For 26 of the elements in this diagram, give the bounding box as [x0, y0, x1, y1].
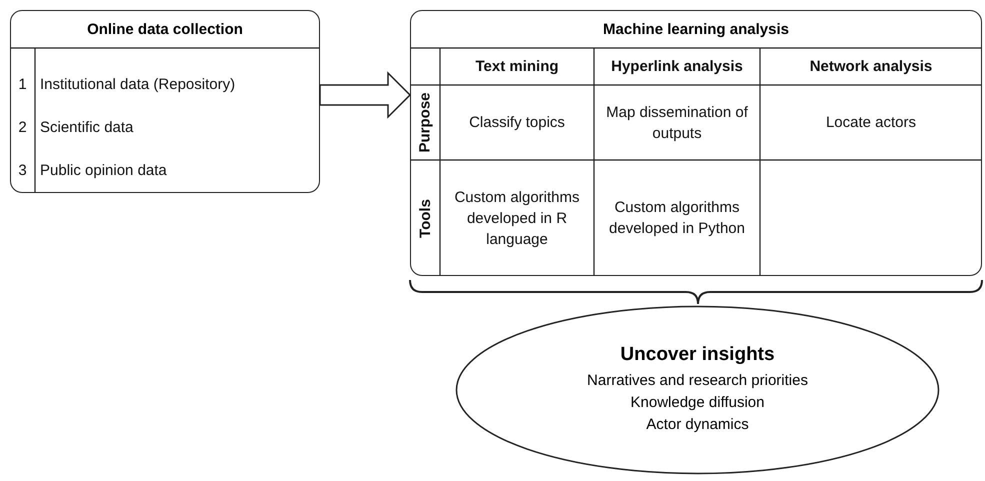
row-number: 3 [17, 161, 28, 181]
panel-title: Machine learning analysis [602, 21, 790, 38]
column-header: Text mining [474, 57, 560, 77]
insight-item: Knowledge diffusion [630, 393, 764, 413]
panel-title: Online data collection [86, 21, 244, 38]
insight-item: Narratives and research priorities [587, 371, 808, 391]
row-number: 1 [17, 75, 28, 95]
table-text: Institutional data (Repository) [40, 75, 236, 95]
table-text: Locate actors [824, 113, 918, 133]
row-header: Tools [416, 198, 434, 238]
insight-title: Uncover insights [620, 344, 775, 366]
insight-ellipse [455, 305, 940, 475]
table-text: Custom algorithms developed in R language [453, 188, 581, 250]
row-number: 2 [17, 118, 28, 138]
panel-box [10, 10, 320, 193]
table-text: Public opinion data [40, 161, 167, 181]
column-header: Network analysis [808, 57, 934, 77]
table-text: Scientific data [40, 118, 134, 138]
row-header: Purpose [416, 92, 434, 152]
block-arrow [319, 71, 412, 119]
table-text: Map dissemination of outputs [605, 102, 749, 144]
insight-item: Actor dynamics [646, 415, 749, 435]
table-text: Custom algorithms developed in Python [608, 198, 746, 239]
panel-box [410, 10, 982, 276]
column-header: Hyperlink analysis [610, 57, 744, 77]
table-text: Classify topics [468, 113, 566, 133]
